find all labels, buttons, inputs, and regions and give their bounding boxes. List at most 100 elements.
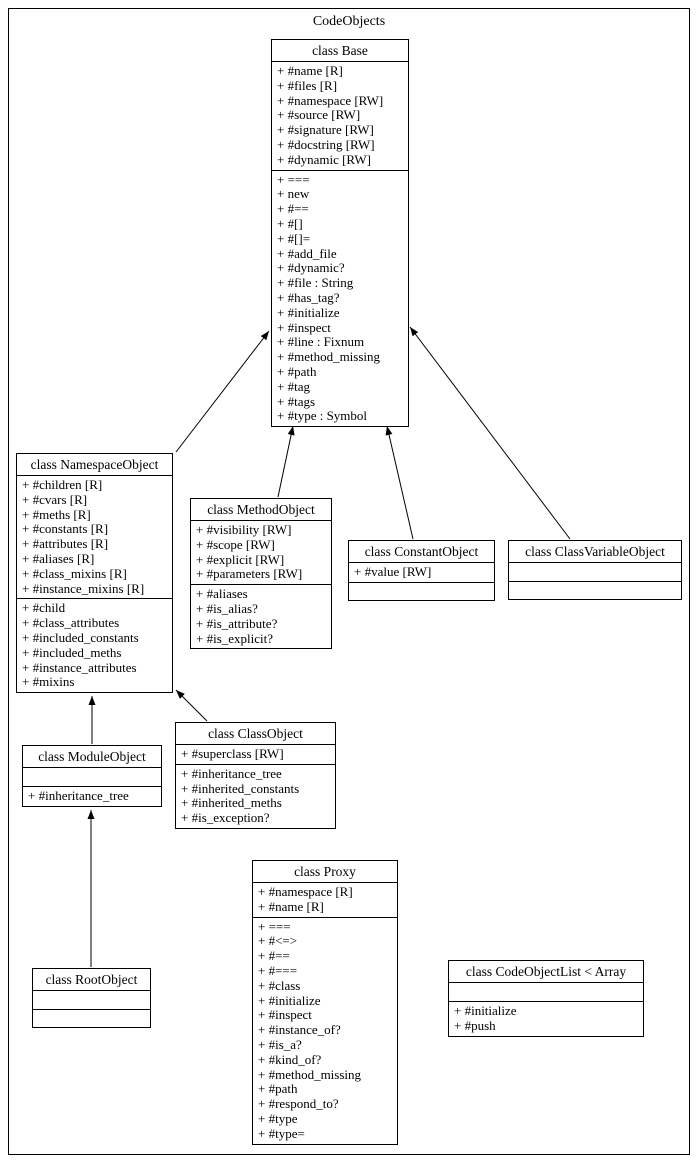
class-title: class Base bbox=[272, 40, 408, 62]
member-row: + #class bbox=[258, 977, 301, 993]
class-box-proxy: class Proxy+ #namespace [R]+ #name [R]+ … bbox=[252, 860, 398, 1145]
class-title: class RootObject bbox=[33, 969, 150, 991]
member-row: + #has_tag? bbox=[277, 289, 340, 305]
member-row: + #respond_to? bbox=[258, 1096, 339, 1112]
member-row: + #scope [RW] bbox=[196, 536, 275, 552]
methods-section bbox=[509, 581, 681, 599]
attributes-section bbox=[23, 768, 161, 786]
class-title: class MethodObject bbox=[191, 499, 331, 521]
member-row: + #children [R] bbox=[22, 477, 103, 492]
member-row: + #type= bbox=[258, 1125, 305, 1141]
member-row: + #inspect bbox=[258, 1007, 312, 1023]
member-row: + #=== bbox=[258, 962, 298, 978]
member-row: + #child bbox=[22, 600, 66, 616]
member-row: + #method_missing bbox=[277, 349, 381, 365]
member-row: + #[] bbox=[277, 215, 303, 231]
member-row: + #initialize bbox=[454, 1003, 517, 1018]
member-row: + #explicit [RW] bbox=[196, 551, 285, 567]
member-row: + #class_mixins [R] bbox=[22, 565, 127, 581]
member-row: + #inheritance_tree bbox=[181, 765, 282, 781]
member-row: + #attributes [R] bbox=[22, 536, 109, 552]
attributes-section bbox=[449, 983, 643, 1001]
member-row: + #parameters [RW] bbox=[196, 566, 303, 582]
attributes-section: + #superclass [RW] bbox=[176, 745, 335, 764]
member-row: + #constants [R] bbox=[22, 521, 109, 537]
member-row: + #inspect bbox=[277, 319, 331, 335]
member-row: + #included_meths bbox=[22, 644, 122, 660]
member-row: + #file : String bbox=[277, 275, 354, 291]
attributes-section: + #visibility [RW]+ #scope [RW]+ #explic… bbox=[191, 521, 331, 584]
member-row: + #superclass [RW] bbox=[181, 746, 284, 761]
class-title: class ClassVariableObject bbox=[509, 541, 681, 563]
edge-constant-object-to-base bbox=[385, 425, 414, 540]
attributes-section: + #namespace [R]+ #name [R] bbox=[253, 883, 397, 917]
class-title: class Proxy bbox=[253, 861, 397, 883]
member-row: + #== bbox=[277, 201, 309, 217]
class-box-method-object: class MethodObject+ #visibility [RW]+ #s… bbox=[190, 498, 332, 650]
member-row: + #included_constants bbox=[22, 629, 139, 645]
member-row: + #namespace [R] bbox=[258, 884, 353, 899]
member-row: + #aliases [R] bbox=[22, 550, 95, 566]
member-row: + #cvars [R] bbox=[22, 491, 88, 507]
member-row: + #dynamic [RW] bbox=[277, 151, 371, 167]
cluster-title: CodeObjects bbox=[312, 14, 386, 29]
methods-section bbox=[33, 1009, 150, 1027]
member-row: + #class_attributes bbox=[22, 615, 120, 631]
member-row: + #path bbox=[277, 363, 317, 379]
member-row: + #namespace [RW] bbox=[277, 92, 384, 108]
methods-section: + #inheritance_tree bbox=[23, 786, 161, 806]
methods-section: + #initialize+ #push bbox=[449, 1001, 643, 1036]
class-box-class-variable-object: class ClassVariableObject bbox=[508, 540, 682, 600]
methods-section: + ===+ #<=>+ #==+ #===+ #class+ #initial… bbox=[253, 916, 397, 1144]
member-row: + #inherited_meths bbox=[181, 795, 282, 811]
member-row: + #<=> bbox=[258, 933, 298, 949]
attributes-section bbox=[509, 563, 681, 581]
class-title: class NamespaceObject bbox=[17, 454, 172, 476]
attributes-section: + #name [R]+ #files [R]+ #namespace [RW]… bbox=[272, 62, 408, 170]
class-box-base: class Base+ #name [R]+ #files [R]+ #name… bbox=[271, 39, 409, 428]
edge-class-variable-object-to-base bbox=[409, 326, 571, 540]
member-row: + #== bbox=[258, 948, 290, 964]
member-row: + #docstring [RW] bbox=[277, 136, 375, 152]
member-row: + new bbox=[277, 186, 310, 202]
member-row: + #inheritance_tree bbox=[28, 788, 129, 803]
member-row: + #name [R] bbox=[258, 898, 324, 914]
member-row: + #is_explicit? bbox=[196, 630, 274, 646]
member-row: + #is_attribute? bbox=[196, 615, 278, 631]
member-row: + #inherited_constants bbox=[181, 780, 300, 796]
member-row: + #visibility [RW] bbox=[196, 522, 292, 537]
methods-section bbox=[349, 581, 494, 600]
member-row: + #dynamic? bbox=[277, 260, 345, 276]
class-box-root-object: class RootObject bbox=[32, 968, 151, 1028]
class-box-constant-object: class ConstantObject+ #value [RW] bbox=[348, 540, 495, 601]
member-row: + #name [R] bbox=[277, 63, 343, 78]
edge-method-object-to-base bbox=[277, 425, 295, 498]
class-box-module-object: class ModuleObject+ #inheritance_tree bbox=[22, 745, 162, 807]
member-row: + #add_file bbox=[277, 245, 337, 261]
member-row: + #type bbox=[258, 1110, 298, 1126]
member-row: + #[]= bbox=[277, 230, 311, 246]
class-box-code-object-list: class CodeObjectList < Array + #initializ… bbox=[448, 960, 644, 1037]
member-row: + #mixins bbox=[22, 674, 75, 690]
member-row: + #method_missing bbox=[258, 1066, 362, 1082]
member-row: + === bbox=[277, 171, 310, 187]
attributes-section: + #children [R]+ #cvars [R]+ #meths [R]+… bbox=[17, 476, 172, 598]
class-title: class ConstantObject bbox=[349, 541, 494, 563]
member-row: + #meths [R] bbox=[22, 506, 91, 522]
member-row: + #path bbox=[258, 1081, 298, 1097]
class-box-class-object: class ClassObject+ #superclass [RW] + #in… bbox=[175, 722, 336, 829]
member-row: + #initialize bbox=[258, 992, 321, 1008]
member-row: + #tag bbox=[277, 378, 310, 394]
class-title: class CodeObjectList < Array bbox=[449, 961, 643, 983]
methods-section: + #inheritance_tree+ #inherited_constant… bbox=[176, 763, 335, 828]
member-row: + #instance_attributes bbox=[22, 659, 137, 675]
member-row: + #push bbox=[454, 1017, 496, 1033]
class-title: class ClassObject bbox=[176, 723, 335, 745]
member-row: + #instance_of? bbox=[258, 1022, 341, 1038]
member-row: + #is_exception? bbox=[181, 810, 270, 826]
edge-namespace-object-to-base bbox=[175, 330, 270, 453]
member-row: + #instance_mixins [R] bbox=[22, 580, 145, 596]
cluster-frame: CodeObjects bbox=[8, 8, 690, 1155]
attributes-section: + #value [RW] bbox=[349, 563, 494, 582]
